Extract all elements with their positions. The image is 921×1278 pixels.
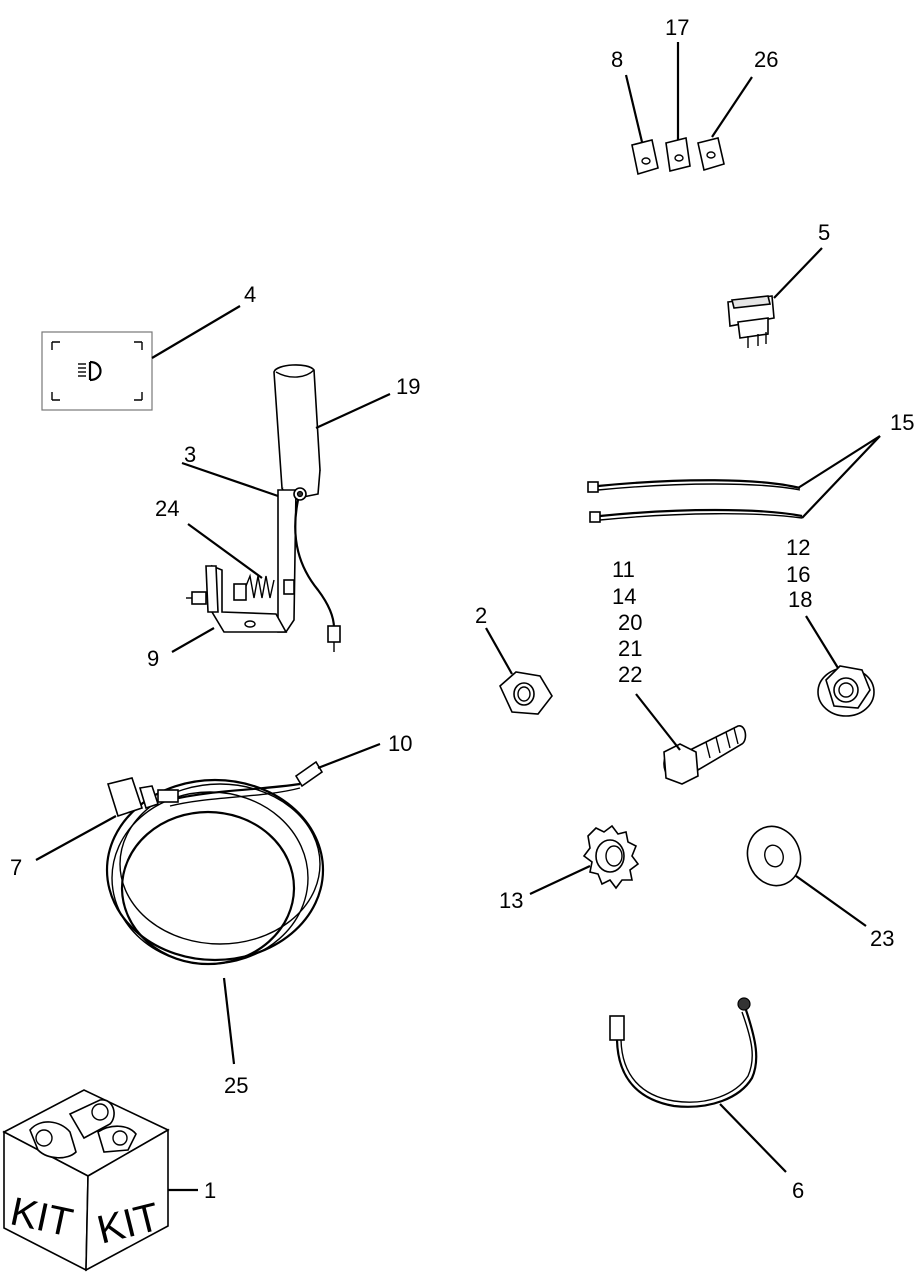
- cable-6: [609, 997, 758, 1108]
- flange-nut-18: [817, 665, 875, 717]
- label-4: 4: [244, 282, 256, 307]
- hex-nut-2: [499, 671, 553, 715]
- label-12: 12: [786, 535, 810, 560]
- label-20: 20: [618, 610, 642, 635]
- label-3: 3: [184, 442, 196, 467]
- clip-26: [697, 137, 725, 172]
- label-11: 11: [612, 557, 635, 582]
- label-18: 18: [788, 587, 812, 612]
- label-5: 5: [818, 220, 830, 245]
- flange-bolt-22: [663, 725, 747, 785]
- clip-17: [665, 137, 691, 172]
- label-1: 1: [204, 1178, 216, 1203]
- flat-washer-23: [746, 825, 802, 887]
- label-26: 26: [754, 47, 778, 72]
- cable-tie-15a: [587, 479, 801, 493]
- label-14: 14: [612, 584, 636, 609]
- connector-7: [106, 777, 179, 818]
- label-24: 24: [155, 496, 179, 521]
- cable-tie-15b: [589, 508, 803, 523]
- label-2: 2: [475, 603, 487, 628]
- label-8: 8: [611, 47, 623, 72]
- switch-5: [727, 295, 775, 348]
- label-19: 19: [396, 374, 420, 399]
- label-7: 7: [10, 855, 22, 880]
- label-17: 17: [665, 15, 689, 40]
- decal-4: [41, 331, 153, 411]
- label-23: 23: [870, 926, 894, 951]
- connector-10: [294, 760, 324, 788]
- spring-24: [186, 573, 295, 605]
- label-25: 25: [224, 1073, 248, 1098]
- label-9: 9: [147, 646, 159, 671]
- mounting-arm-3: [277, 487, 307, 633]
- label-22: 22: [618, 662, 642, 687]
- label-15: 15: [890, 410, 914, 435]
- label-21: 21: [618, 636, 642, 661]
- label-13: 13: [499, 888, 523, 913]
- label-6: 6: [792, 1178, 804, 1203]
- lock-washer-13: [582, 824, 640, 890]
- label-16: 16: [786, 562, 810, 587]
- clip-8: [631, 139, 659, 176]
- light-cable-19: [294, 499, 341, 652]
- headlight-icon: [78, 360, 102, 382]
- work-light-19: [273, 364, 321, 501]
- wiring-harness-25: [105, 778, 325, 966]
- label-10: 10: [388, 731, 412, 756]
- bracket-9: [205, 564, 288, 633]
- kit-box-1: KIT KIT: [2, 1089, 170, 1272]
